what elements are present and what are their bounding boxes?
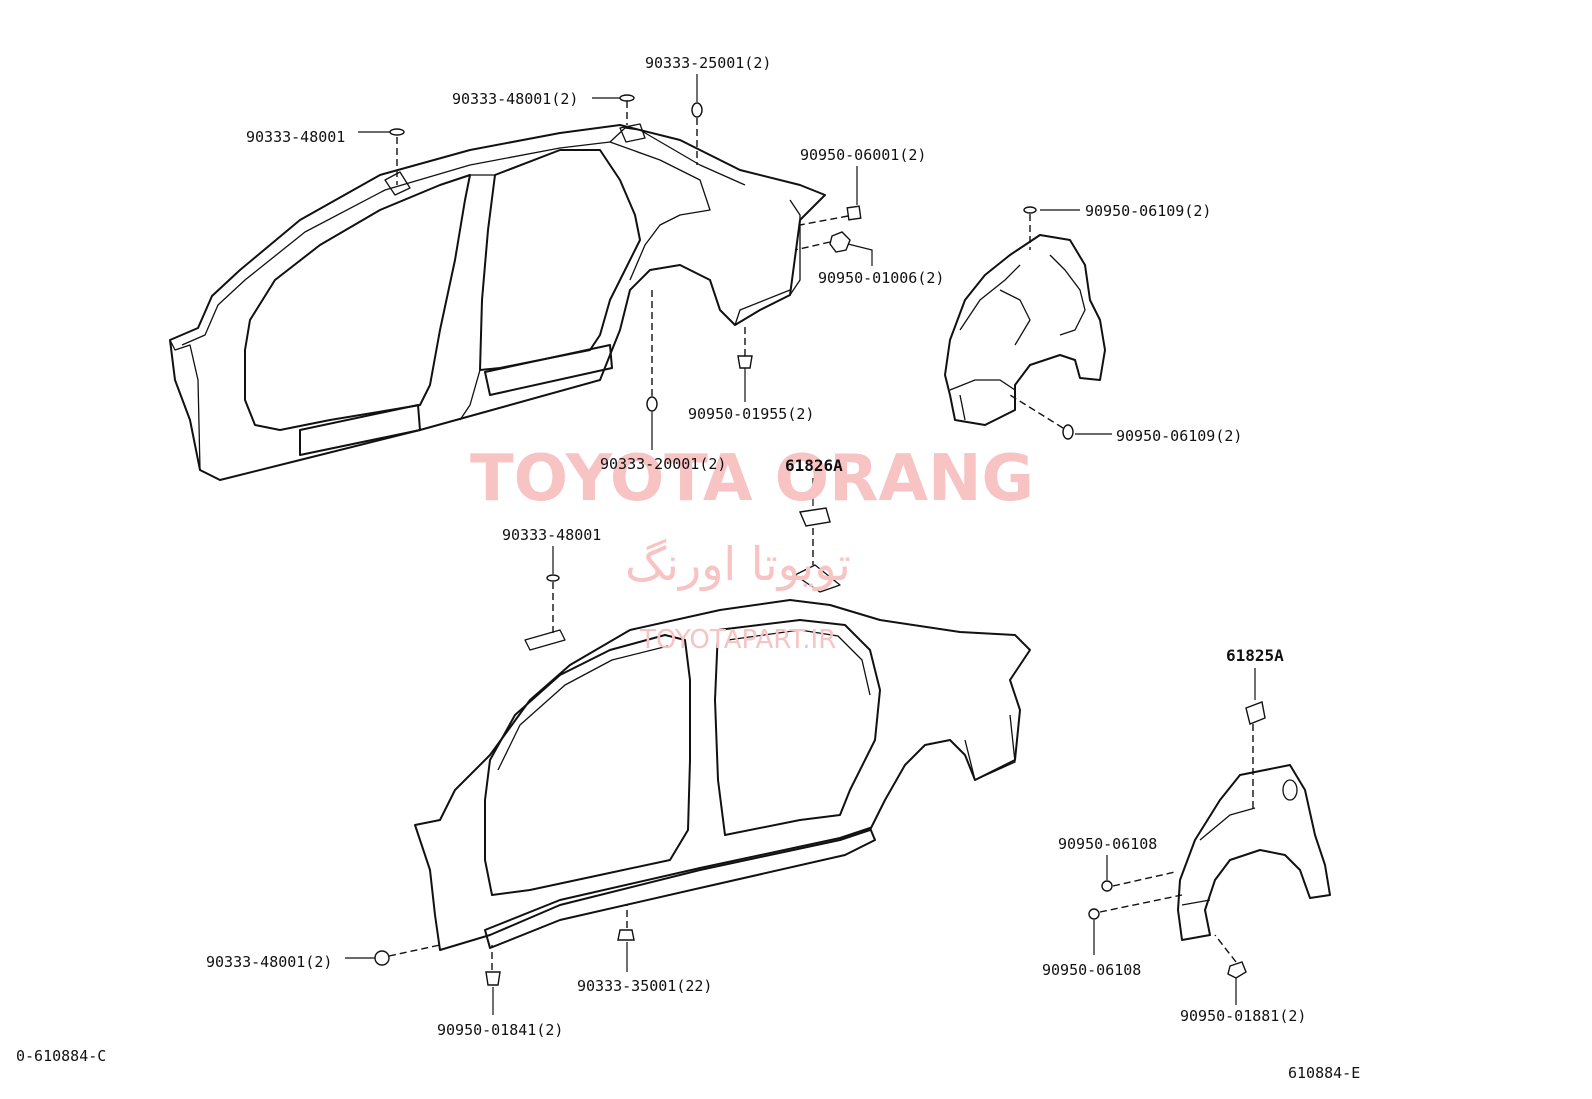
plug-20001 xyxy=(646,396,658,412)
pad-61826a xyxy=(799,507,831,527)
clip-06109-a xyxy=(1023,206,1037,214)
label-90950-06001: 90950-06001(2) xyxy=(800,146,926,164)
nut-01006 xyxy=(829,231,851,253)
label-61825a: 61825A xyxy=(1226,646,1284,665)
rear-wheel-house-inner xyxy=(944,234,1106,426)
clip-35001 xyxy=(617,929,635,941)
label-90950-01881: 90950-01881(2) xyxy=(1180,1007,1306,1025)
watermark-title: TOYOTA ORANG xyxy=(470,442,1034,516)
label-90333-48001-mid: 90333-48001 xyxy=(502,526,601,544)
plug-48001-d xyxy=(374,950,390,966)
label-90333-48001-2-bottom: 90333-48001(2) xyxy=(206,953,332,971)
watermark: TOYOTA ORANG تویوتا اورنگ TOYOTAPART.IR xyxy=(470,442,1034,655)
label-90950-01841: 90950-01841(2) xyxy=(437,1021,563,1039)
clip-01841 xyxy=(485,971,501,986)
label-90333-35001: 90333-35001(22) xyxy=(577,977,712,995)
label-90950-06109-top: 90950-06109(2) xyxy=(1085,202,1211,220)
clip-01955 xyxy=(737,355,753,369)
label-90333-48001-top: 90333-48001 xyxy=(246,128,345,146)
nut-01881 xyxy=(1227,961,1247,979)
label-90950-06108-b: 90950-06108 xyxy=(1042,961,1141,979)
inner-side-panel xyxy=(169,123,826,481)
label-90333-48001-2-top: 90333-48001(2) xyxy=(452,90,578,108)
label-90333-20001: 90333-20001(2) xyxy=(600,455,726,473)
diagram-code-left: 0-610884-C xyxy=(16,1047,106,1065)
label-90950-01955: 90950-01955(2) xyxy=(688,405,814,423)
outer-side-panel xyxy=(414,564,1031,951)
watermark-persian: تویوتا اورنگ xyxy=(625,537,851,592)
pad-06001 xyxy=(846,205,862,221)
label-90950-06108-a: 90950-06108 xyxy=(1058,835,1157,853)
assembly-lines xyxy=(388,101,1254,970)
fasteners xyxy=(374,94,1266,986)
plug-48001-a xyxy=(619,94,635,102)
quarter-wheel-arch-outer xyxy=(1177,764,1331,941)
clip-06108-b xyxy=(1088,908,1100,920)
diagram-code-right: 610884-E xyxy=(1288,1064,1360,1082)
label-90333-25001: 90333-25001(2) xyxy=(645,54,771,72)
clip-06109-b xyxy=(1062,424,1074,440)
label-61826a: 61826A xyxy=(785,456,843,475)
clip-06108-a xyxy=(1101,880,1113,892)
plug-48001-b xyxy=(389,128,405,136)
label-90950-01006: 90950-01006(2) xyxy=(818,269,944,287)
watermark-site: TOYOTAPART.IR xyxy=(639,625,836,655)
plug-48001-c xyxy=(546,574,560,582)
label-90950-06109-bottom: 90950-06109(2) xyxy=(1116,427,1242,445)
pad-61825a xyxy=(1245,701,1266,725)
leader-lines xyxy=(345,74,1256,1015)
part-labels: 90333-25001(2) 90333-48001(2) 90333-4800… xyxy=(16,54,1360,1082)
plug-25001 xyxy=(691,102,703,118)
